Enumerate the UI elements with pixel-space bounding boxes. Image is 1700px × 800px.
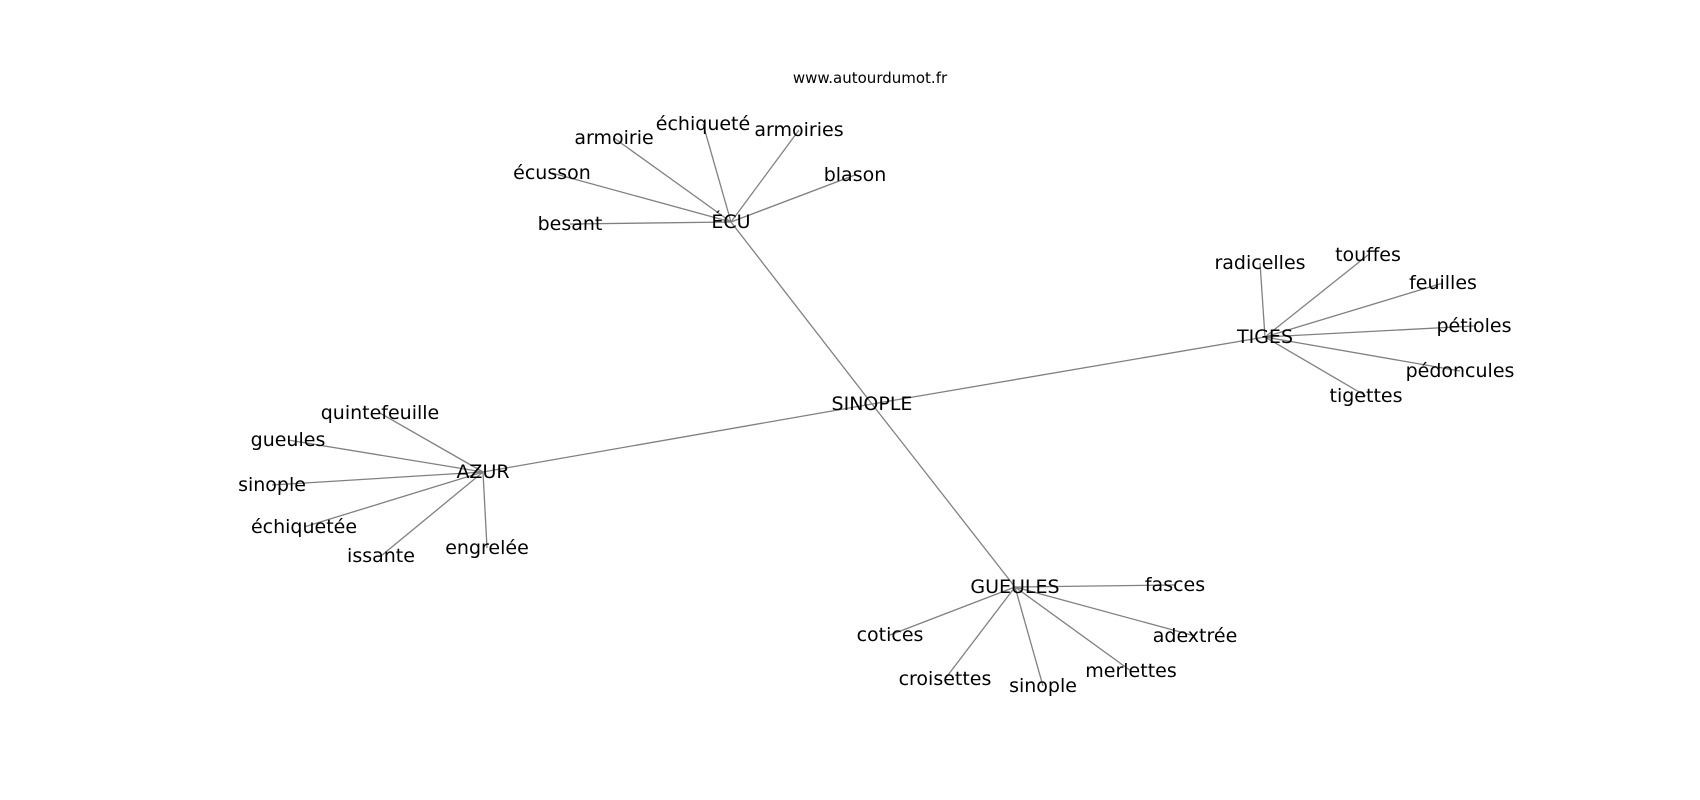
edge-azur-gueules — [287, 439, 484, 473]
edge-ecu-blason — [730, 174, 856, 223]
edge-azur-echiquetee — [303, 471, 484, 528]
node-leaf-echiquete: échiqueté — [656, 113, 750, 135]
edge-gueules-croisettes — [944, 586, 1016, 680]
node-leaf-merlettes: merlettes — [1085, 660, 1176, 682]
edge-tiges-touffes — [1264, 254, 1369, 338]
edge-gueules-sinople — [1014, 586, 1044, 687]
node-leaf-armoiries: armoiries — [754, 119, 843, 141]
node-hub-tiges: TIGES — [1236, 326, 1293, 348]
node-hub-gueules: GUEULES — [970, 576, 1059, 598]
edge-ecu-besant — [569, 221, 732, 225]
graph-edges — [271, 123, 1475, 687]
node-leaf-sinople: sinople — [1009, 675, 1077, 697]
node-leaf-armoirie: armoirie — [574, 127, 653, 149]
node-leaf-besant: besant — [538, 213, 603, 235]
edge-gueules-cotices — [889, 586, 1016, 636]
edge-azur-issante — [380, 471, 484, 557]
node-leaf-echiquetee: échiquetée — [251, 516, 357, 538]
edge-tiges-pedoncules — [1264, 336, 1461, 372]
node-hub-azur: AZUR — [456, 461, 509, 483]
node-leaf-issante: issante — [347, 545, 415, 567]
node-leaf-adextree: adextrée — [1153, 625, 1238, 647]
node-leaf-quintefeuille: quintefeuille — [321, 402, 440, 424]
edge-gueules-adextree — [1014, 586, 1196, 637]
edge-sinople-tiges — [871, 336, 1266, 405]
edge-ecu-armoiries — [730, 129, 800, 223]
node-leaf-gueules: gueules — [251, 429, 326, 451]
edge-sinople-ecu — [730, 221, 873, 405]
node-leaf-engrelee: engrelée — [445, 537, 529, 559]
edge-tiges-tigettes — [1264, 336, 1367, 397]
node-leaf-tigettes: tigettes — [1330, 385, 1403, 407]
node-leaf-fasces: fasces — [1145, 574, 1205, 596]
node-leaf-blason: blason — [824, 164, 887, 186]
edge-tiges-feuilles — [1264, 282, 1444, 338]
edge-azur-sinople — [271, 471, 484, 486]
node-leaf-radicelles: radicelles — [1214, 252, 1305, 274]
edge-ecu-echiquete — [702, 123, 732, 223]
graph-nodes: SINOPLEÉCUbesantécussonarmoirieéchiqueté… — [238, 113, 1514, 697]
node-leaf-cotices: cotices — [857, 624, 924, 646]
edge-ecu-armoirie — [613, 137, 732, 223]
node-leaf-pedoncules: pédoncules — [1406, 360, 1515, 382]
edge-gueules-merlettes — [1014, 586, 1132, 672]
node-leaf-touffes: touffes — [1335, 244, 1401, 266]
edge-sinople-gueules — [871, 403, 1016, 588]
node-center-sinople: SINOPLE — [832, 393, 913, 415]
edge-gueules-fasces — [1014, 584, 1176, 588]
site-url-label: www.autourdumot.fr — [793, 69, 948, 87]
edge-tiges-radicelles — [1259, 262, 1266, 338]
edge-tiges-petioles — [1264, 325, 1475, 338]
node-leaf-sinople: sinople — [238, 474, 306, 496]
edge-sinople-azur — [482, 403, 873, 473]
node-leaf-croisettes: croisettes — [899, 668, 992, 690]
node-leaf-feuilles: feuilles — [1409, 272, 1477, 294]
node-leaf-petioles: pétioles — [1437, 315, 1512, 337]
node-hub-ecu: ÉCU — [711, 210, 750, 233]
node-leaf-ecusson: écusson — [513, 162, 591, 184]
edge-ecu-ecusson — [551, 172, 732, 223]
edge-azur-engrelee — [482, 471, 488, 549]
edge-azur-quintefeuille — [379, 412, 484, 473]
